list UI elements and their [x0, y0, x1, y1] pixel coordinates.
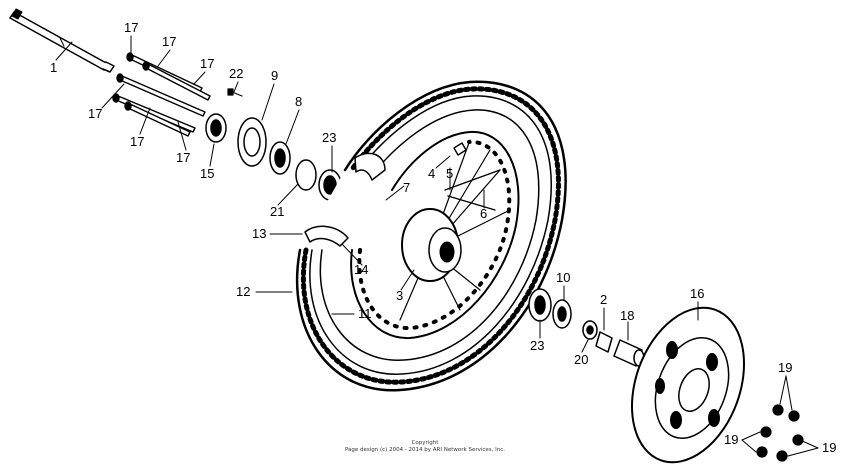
copyright-text: Copyright — [411, 440, 439, 446]
callout-9: 9 — [271, 68, 278, 83]
callout-21: 21 — [270, 204, 284, 219]
callout-16: 16 — [690, 286, 704, 301]
callout-15: 15 — [200, 166, 214, 181]
callout-17: 17 — [176, 150, 190, 165]
hub-parts-right — [528, 288, 645, 367]
callout-19: 19 — [778, 360, 792, 375]
callout-17: 17 — [162, 34, 176, 49]
spoke-parts — [444, 142, 501, 211]
callout-7: 7 — [403, 180, 410, 195]
callout-2: 2 — [600, 292, 607, 307]
nuts-part-19 — [756, 404, 804, 462]
callout-22: 22 — [229, 66, 243, 81]
callout-19: 19 — [724, 432, 738, 447]
brake-disc-part-16 — [630, 306, 746, 464]
callout-labels: 1 17 17 17 17 17 17 22 9 8 23 15 21 7 4 … — [50, 20, 836, 455]
callout-13: 13 — [252, 226, 266, 241]
callout-5: 5 — [446, 166, 453, 181]
axle-part-1 — [9, 8, 115, 73]
callout-17: 17 — [88, 106, 102, 121]
callout-12: 12 — [236, 284, 250, 299]
callout-20: 20 — [574, 352, 588, 367]
callout-10: 10 — [556, 270, 570, 285]
callout-11: 11 — [358, 306, 372, 321]
callout-3: 3 — [396, 288, 403, 303]
bolts-part-17 — [112, 52, 211, 137]
callout-1: 1 — [50, 60, 57, 75]
callout-23: 23 — [322, 130, 336, 145]
callout-17: 17 — [130, 134, 144, 149]
callout-6: 6 — [480, 206, 487, 221]
credit-text: Page design (c) 2004 - 2014 by ARI Netwo… — [344, 447, 506, 453]
screw-part-22 — [227, 88, 243, 97]
wheel-assembly — [295, 80, 567, 392]
callout-14: 14 — [354, 262, 368, 277]
callout-8: 8 — [295, 94, 302, 109]
callout-23: 23 — [530, 338, 544, 353]
leader-lines — [55, 35, 819, 457]
callout-4: 4 — [428, 166, 435, 181]
callout-19: 19 — [822, 440, 836, 455]
callout-17: 17 — [200, 56, 214, 71]
callout-18: 18 — [620, 308, 634, 323]
callout-17: 17 — [124, 20, 138, 35]
